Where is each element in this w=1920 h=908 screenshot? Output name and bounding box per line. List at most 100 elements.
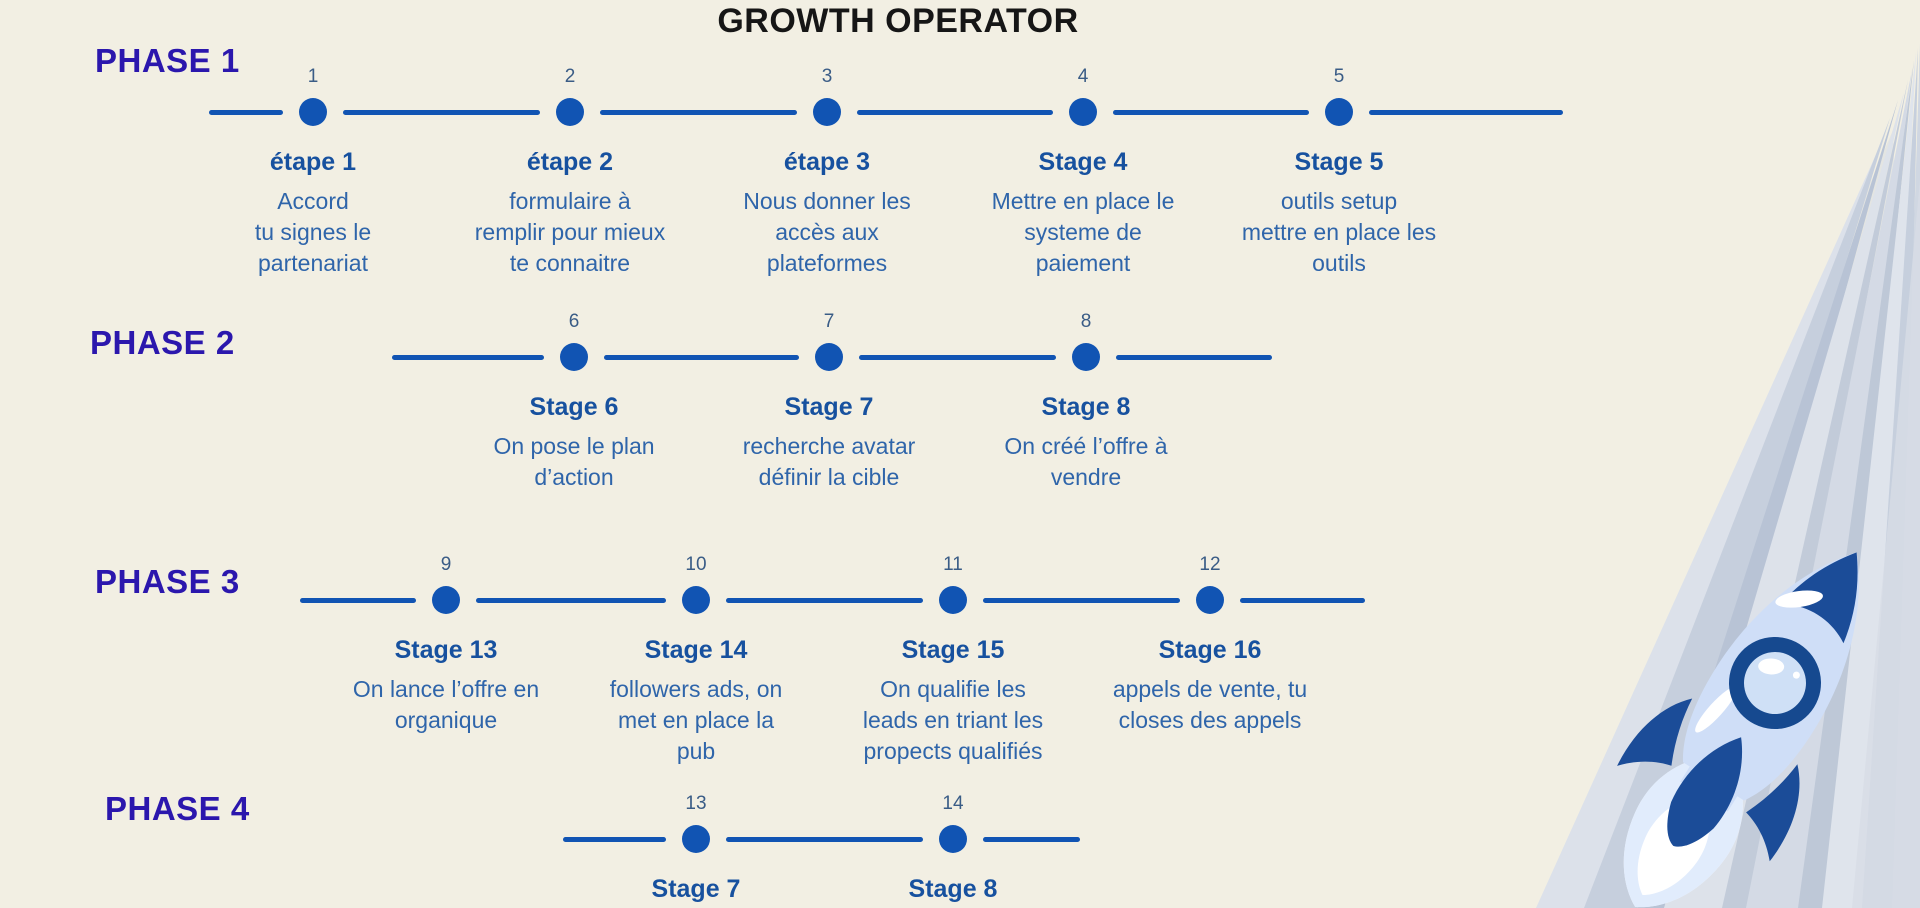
timeline-dot xyxy=(556,98,584,126)
step-description-line: met en place la xyxy=(618,707,774,733)
rocket-body-highlight xyxy=(1695,686,1737,733)
step-number: 7 xyxy=(823,311,835,332)
step-title: Stage 4 xyxy=(1038,148,1128,176)
step-number: 12 xyxy=(1199,554,1221,575)
page-title: GROWTH OPERATOR xyxy=(717,2,1079,40)
rocket-fins xyxy=(1617,698,1800,862)
step-description-line: Accord xyxy=(277,188,349,214)
step-label-block: Stage 15 On qualifie les leads en triant l… xyxy=(793,636,1113,767)
step-label-block: Stage 8 On créé l’offre à vendre xyxy=(926,393,1246,493)
timeline-segment xyxy=(392,355,544,360)
step-number: 8 xyxy=(1080,311,1092,332)
step-description-line: recherche avatar xyxy=(742,433,916,459)
timeline-dot xyxy=(682,586,710,614)
timeline-segment xyxy=(983,837,1080,842)
step-number: 14 xyxy=(942,793,964,814)
step-title: Stage 5 xyxy=(1294,148,1384,176)
step-label-block: Stage 16 appels de vente, tu closes des ap… xyxy=(1050,636,1370,736)
step-title: Stage 15 xyxy=(901,636,1005,664)
phase-label: PHASE 3 xyxy=(95,563,240,600)
timeline-segment xyxy=(1240,598,1365,603)
timeline-segment xyxy=(343,110,540,115)
step-number: 3 xyxy=(821,66,833,87)
step-description-line: Mettre en place le xyxy=(991,188,1175,214)
step-description-line: d’action xyxy=(534,464,614,490)
step-number: 6 xyxy=(568,311,580,332)
rocket-porthole xyxy=(1729,637,1821,729)
step-description-line: plateformes xyxy=(766,250,888,276)
timeline-segment xyxy=(1116,355,1272,360)
step-description-line: mettre en place les xyxy=(1241,219,1437,245)
timeline-segment xyxy=(604,355,799,360)
rocket-illustration xyxy=(1617,552,1859,908)
timeline-dot xyxy=(815,343,843,371)
step-description-line: tu signes le xyxy=(254,219,372,245)
phase-label: PHASE 1 xyxy=(95,42,240,79)
step-number: 9 xyxy=(440,554,452,575)
step-title: étape 3 xyxy=(783,148,871,176)
step-label-block: Stage 8 xyxy=(793,875,1113,908)
step-description-line: followers ads, on xyxy=(609,676,783,702)
step-label-block: Stage 14 followers ads, on met en place la… xyxy=(536,636,856,767)
timeline-dot xyxy=(299,98,327,126)
phase-label: PHASE 4 xyxy=(105,790,250,827)
step-description-line: remplir pour mieux xyxy=(474,219,666,245)
step-description-line: vendre xyxy=(1050,464,1122,490)
step-description-line: outils xyxy=(1312,250,1366,276)
timeline-dot xyxy=(1325,98,1353,126)
step-title: Stage 16 xyxy=(1158,636,1262,664)
step-title: Stage 13 xyxy=(394,636,498,664)
step-description-line: leads en triant les xyxy=(862,707,1044,733)
timeline-segment xyxy=(209,110,283,115)
timeline-dot xyxy=(1072,343,1100,371)
timeline-dot xyxy=(939,586,967,614)
step-description-line: closes des appels xyxy=(1118,707,1302,733)
step-number: 1 xyxy=(307,66,319,87)
step-description-line: On qualifie les xyxy=(880,676,1026,702)
timeline-segment xyxy=(983,598,1180,603)
step-title: Stage 8 xyxy=(1041,393,1131,421)
step-label-block: Stage 7 recherche avatar définir la cible xyxy=(669,393,989,493)
step-number: 13 xyxy=(685,793,707,814)
timeline-segment xyxy=(563,837,666,842)
step-number: 5 xyxy=(1333,66,1345,87)
step-title: Stage 14 xyxy=(644,636,748,664)
timeline-dot xyxy=(1069,98,1097,126)
step-title: étape 2 xyxy=(526,148,614,176)
timeline-segment xyxy=(859,355,1056,360)
rocket-center-fin xyxy=(1667,737,1743,847)
timeline-segment xyxy=(1113,110,1309,115)
timeline-segment xyxy=(1369,110,1563,115)
step-description-line: outils setup xyxy=(1280,188,1398,214)
step-description-line: pub xyxy=(676,738,716,764)
timeline-segment xyxy=(300,598,416,603)
step-number: 10 xyxy=(685,554,707,575)
step-title: Stage 7 xyxy=(651,875,741,903)
timeline-dot xyxy=(1196,586,1224,614)
step-title: Stage 6 xyxy=(529,393,619,421)
rocket-nose-cone xyxy=(1775,552,1858,644)
step-number: 4 xyxy=(1077,66,1089,87)
step-description-line: appels de vente, tu xyxy=(1112,676,1308,702)
timeline-dot xyxy=(939,825,967,853)
step-title: Stage 7 xyxy=(784,393,874,421)
step-description-line: formulaire à xyxy=(509,188,631,214)
phase-label: PHASE 2 xyxy=(90,324,235,361)
step-number: 2 xyxy=(564,66,576,87)
timeline-segment xyxy=(726,598,923,603)
step-title: Stage 8 xyxy=(908,875,998,903)
step-description-line: paiement xyxy=(1035,250,1131,276)
step-description-line: définir la cible xyxy=(758,464,900,490)
step-description-line: On lance l’offre en xyxy=(352,676,540,702)
step-label-block: Stage 5 outils setup mettre en place les ou… xyxy=(1179,148,1499,279)
step-label-block: Stage 7 xyxy=(536,875,856,908)
timeline-segment xyxy=(857,110,1053,115)
step-description-line: On créé l’offre à xyxy=(1004,433,1168,459)
timeline-dot xyxy=(432,586,460,614)
step-description-line: accès aux xyxy=(775,219,879,245)
